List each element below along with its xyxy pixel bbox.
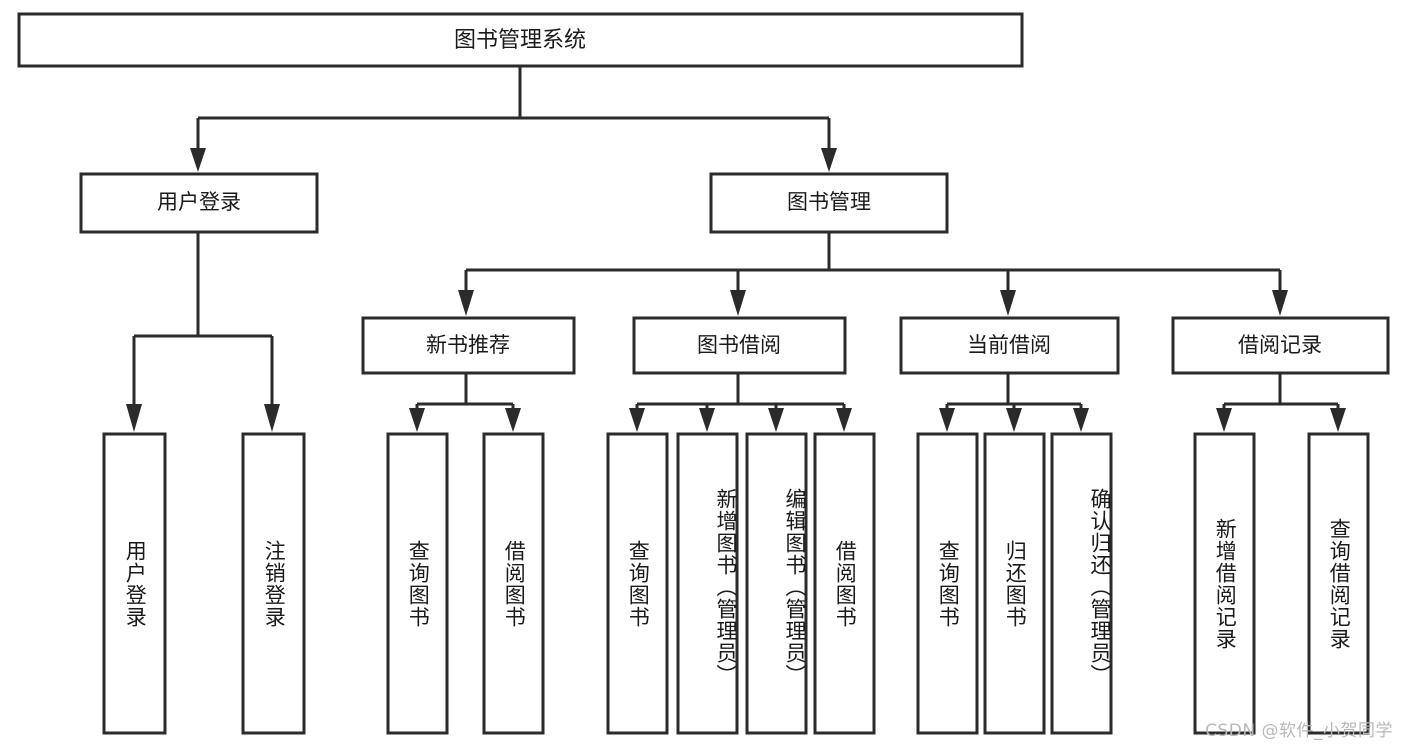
connector-group-book-mgmt [458,233,1288,316]
node-current-box[interactable] [899,316,1120,375]
arrow-user-login-to-leaf-2 [264,404,280,432]
leaf-box-current-1[interactable] [916,432,979,735]
leaf-box-user-login-2[interactable] [241,432,306,735]
node-new-books[interactable]: 新书推荐 [361,316,576,375]
arrow-records-to-leaf-1 [1216,408,1232,432]
connector-group-new-books [409,373,521,432]
node-borrow-label: 图书借阅 [697,333,781,357]
node-book-mgmt-label: 图书管理 [787,190,871,214]
arrow-current-to-leaf-2 [1006,408,1022,432]
arrow-book-mgmt-to-records [1272,290,1288,316]
leaf-boxes-current [916,432,1113,735]
leaf-box-user-login-1[interactable] [102,432,167,735]
node-root-label: 图书管理系统 [454,28,586,53]
node-book-mgmt-box[interactable] [709,172,949,234]
node-borrow[interactable]: 图书借阅 [632,316,847,375]
arrow-current-to-leaf-1 [939,408,955,432]
arrow-borrow-to-leaf-1 [629,408,645,432]
node-records[interactable]: 借阅记录 [1171,316,1390,375]
node-book-mgmt[interactable]: 图书管理 [709,172,949,234]
leaf-box-records-2[interactable] [1307,432,1370,735]
arrow-current-to-leaf-3 [1073,408,1089,432]
arrow-borrow-to-leaf-4 [836,408,852,432]
leaf-box-borrow-1[interactable] [606,432,669,735]
node-borrow-box[interactable] [632,316,847,375]
node-root[interactable]: 图书管理系统 [17,12,1024,68]
leaf-box-new-books-1[interactable] [386,432,449,735]
leaf-boxes-records [1193,432,1370,735]
arrow-book-mgmt-to-borrow [730,290,746,316]
leaf-box-records-1[interactable] [1193,432,1256,735]
connector-group-records [1216,373,1346,432]
connector-group-root [190,66,837,172]
leaf-box-borrow-3[interactable] [745,432,808,735]
arrow-book-mgmt-to-new-books [458,290,474,316]
connector-group-current [939,373,1089,432]
arrow-root-to-user-login [190,148,206,172]
node-records-box[interactable] [1171,316,1390,375]
node-new-books-box[interactable] [361,316,576,375]
connector-group-user-login [126,233,280,432]
arrow-borrow-to-leaf-3 [768,408,784,432]
arrow-root-to-book-mgmt [821,148,837,172]
csdn-watermark: CSDN @软件_小贺同学 [1205,721,1393,741]
leaf-boxes-user-login [102,432,306,735]
leaf-box-borrow-2[interactable] [676,432,739,735]
arrow-user-login-to-leaf-1 [126,404,142,432]
leaf-box-current-3[interactable] [1050,432,1113,735]
leaf-boxes-borrow [606,432,876,735]
leaf-box-borrow-4[interactable] [813,432,876,735]
node-user-login[interactable]: 用户登录 [79,172,319,234]
connector-group-borrow [629,373,852,432]
leaf-box-new-books-2[interactable] [482,432,545,735]
arrow-new-books-to-leaf-1 [409,408,425,432]
leaf-boxes-new-books [386,432,545,735]
arrow-borrow-to-leaf-2 [699,408,715,432]
arrow-new-books-to-leaf-2 [505,408,521,432]
node-current[interactable]: 当前借阅 [899,316,1120,375]
arrow-book-mgmt-to-current [1000,290,1016,316]
leaf-box-current-2[interactable] [983,432,1046,735]
arrow-records-to-leaf-2 [1330,408,1346,432]
node-new-books-label: 新书推荐 [426,333,510,357]
node-current-label: 当前借阅 [967,333,1051,357]
node-user-login-box[interactable] [79,172,319,234]
node-records-label: 借阅记录 [1238,333,1322,357]
node-user-login-label: 用户登录 [157,190,241,214]
node-root-box[interactable] [17,12,1024,68]
